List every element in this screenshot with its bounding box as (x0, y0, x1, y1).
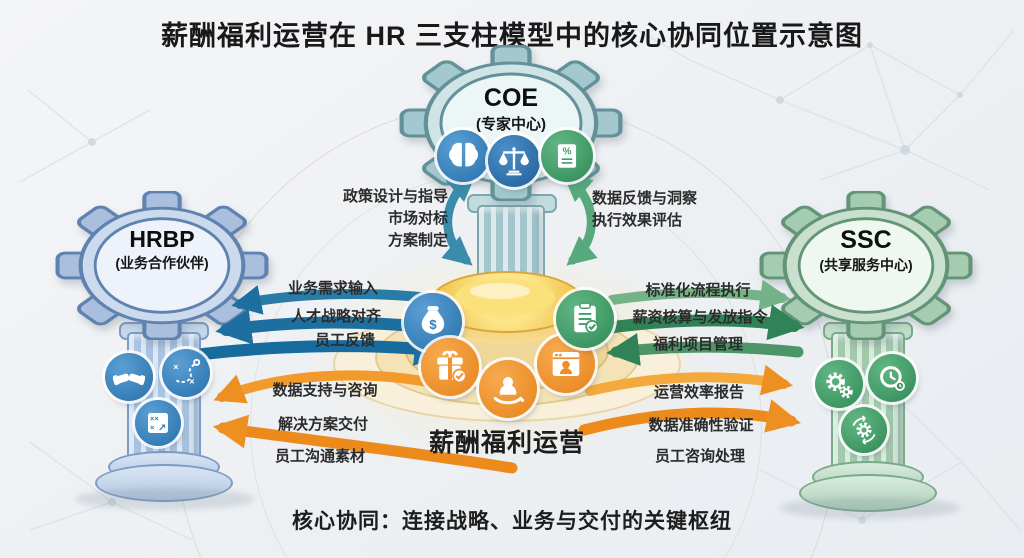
svg-text:↗: ↗ (158, 423, 166, 434)
flow-label: 运营效率报告 (653, 384, 745, 401)
payroll-checklist-icon (556, 290, 614, 348)
flow-label: 数据支持与咨询 (272, 382, 378, 399)
arrow-standard-process (607, 279, 792, 311)
coe-left-labels: 政策设计与指导 市场对标 方案制定 (343, 186, 448, 252)
svg-text:×: × (150, 423, 155, 432)
arrow-coe-feedback-loop (562, 172, 598, 266)
scales-icon (488, 135, 540, 187)
hrbp-gear (57, 191, 267, 340)
arrow-solution-delivery (212, 414, 518, 474)
footer-tagline: 核心协同：连接战略、业务与交付的关键枢纽 (292, 510, 732, 533)
flow-label: 员工沟通素材 (274, 448, 366, 465)
svg-text:%: % (562, 146, 571, 157)
arrow-payroll-instruction (600, 304, 805, 341)
process-automation-icon (841, 407, 887, 453)
flow-label: 人才战略对齐 (290, 308, 382, 325)
arrow-coe-policy-loop (441, 172, 477, 266)
tactics-board-icon: ×× × ↗ (135, 400, 181, 446)
ssc-pillar-plinth (799, 474, 937, 512)
gears-icon (815, 360, 863, 408)
flow-label: 薪资核算与发放指令 (632, 309, 768, 326)
flow-label: 解决方案交付 (277, 416, 369, 433)
employee-care-icon (479, 360, 537, 418)
arrow-data-support (213, 370, 433, 404)
clock-icon (868, 354, 916, 402)
flow-label: 标准化流程执行 (645, 282, 751, 299)
brain-icon (437, 130, 489, 182)
flow-label: 业务需求输入 (287, 280, 379, 297)
strategy-path-icon: × × (162, 349, 210, 397)
coe-right-labels: 数据反馈与洞察 执行效果评估 (592, 188, 697, 232)
arrow-data-validation (578, 399, 802, 436)
flow-label: 政策设计与指导 (342, 188, 448, 205)
svg-text:×: × (189, 377, 194, 387)
flow-label: 市场对标 (387, 210, 448, 227)
flow-label: 员工反馈 (314, 332, 376, 349)
policy-report-icon: % (541, 130, 593, 182)
flow-label: 员工咨询处理 (654, 448, 746, 465)
flow-label: 数据准确性验证 (648, 417, 754, 434)
gift-icon (421, 338, 479, 396)
svg-text:××: ×× (150, 414, 159, 423)
arrow-employee-feedback (197, 330, 451, 366)
ssc-gear (761, 191, 971, 340)
money-bag-icon: $ (404, 293, 462, 351)
hrbp-pillar-plinth (95, 464, 233, 502)
arrow-efficiency-report (585, 364, 794, 396)
svg-text:$: $ (429, 317, 437, 332)
flow-label: 福利项目管理 (652, 336, 744, 353)
arrow-benefit-program (606, 333, 804, 366)
center-label: 薪酬福利运营 (428, 429, 586, 457)
svg-text:×: × (173, 362, 178, 372)
flow-label: 方案制定 (387, 232, 448, 249)
flow-label: 执行效果评估 (592, 212, 683, 229)
hrbp-pillar-shadow (75, 488, 255, 510)
podium-disc-highlight (470, 283, 530, 299)
ssc-pillar-shadow (780, 497, 960, 519)
handshake-icon (105, 353, 153, 401)
flow-label: 数据反馈与洞察 (592, 190, 698, 207)
